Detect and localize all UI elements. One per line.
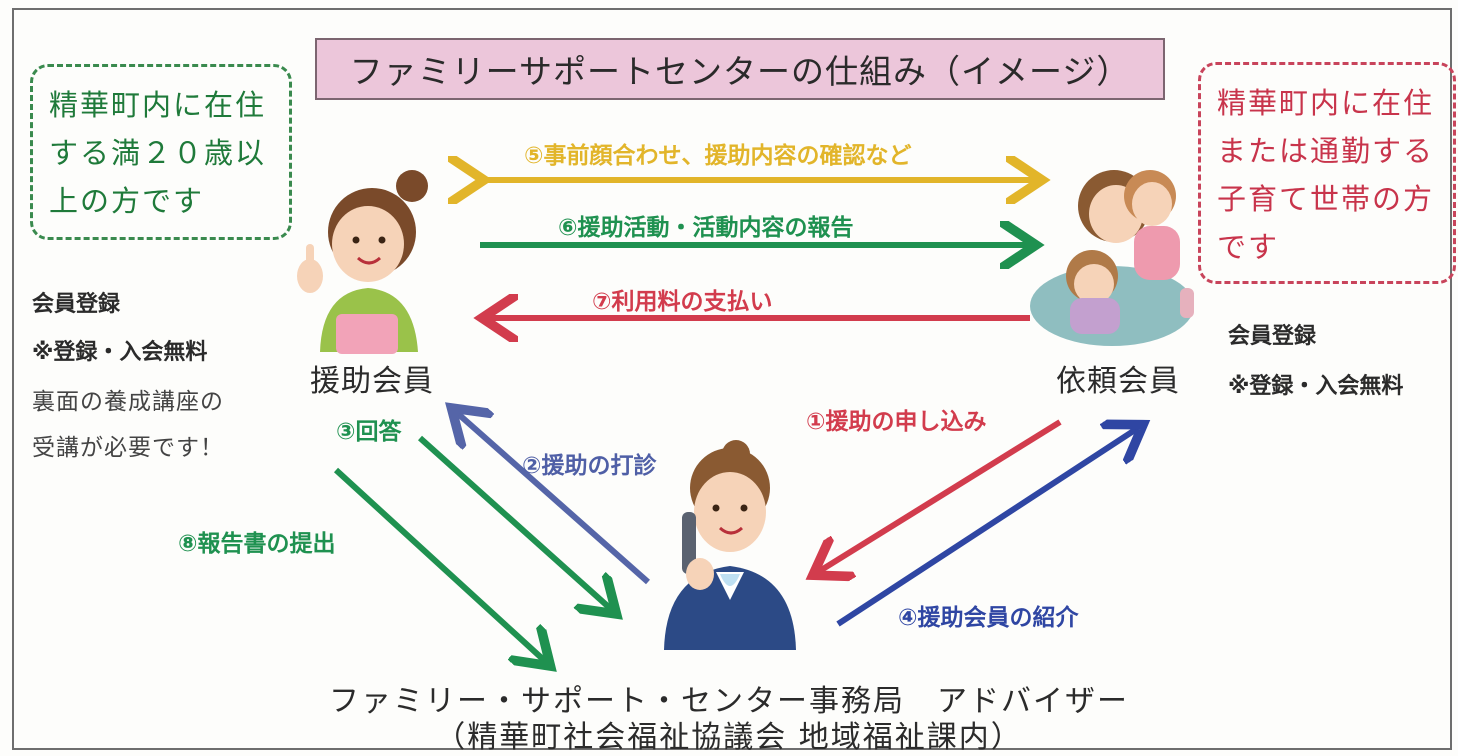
helper-role-label: 援助会員 [310, 364, 434, 399]
requester-eligibility-line: 子育て世帯の方 [1217, 182, 1435, 216]
woman-apron-pointing-icon [297, 170, 428, 354]
mother-with-children-icon [1030, 170, 1194, 346]
advisor-on-phone-icon [664, 440, 796, 650]
requester-eligibility-line: または通勤する [1217, 134, 1435, 168]
helper-eligibility-line: する満２０歳以 [49, 136, 267, 170]
requester-register-note: 会員登録 [1228, 324, 1317, 349]
requester-eligibility-line: 精華町内に在住 [1217, 86, 1435, 120]
step6-label: ⑥援助活動・活動内容の報告 [558, 215, 854, 241]
step3-label: ③回答 [336, 419, 402, 445]
helper-eligibility-box: 精華町内に在住 する満２０歳以 上の方です [30, 64, 292, 240]
step4-label: ④援助会員の紹介 [898, 605, 1079, 631]
requester-eligibility-line: です [1217, 230, 1280, 264]
step5-label: ⑤事前顔合わせ、援助内容の確認など [524, 143, 912, 169]
step7-label: ⑦利用料の支払い [592, 289, 773, 315]
arrow-step8 [333, 467, 546, 662]
arrow-step3 [417, 435, 612, 610]
requester-eligibility-box: 精華町内に在住 または通勤する 子育て世帯の方 です [1198, 62, 1456, 284]
helper-register-note: 会員登録 [32, 292, 121, 317]
step8-label: ⑧報告書の提出 [178, 531, 336, 557]
arrow-step2 [456, 412, 650, 585]
arrow-step1 [818, 419, 1062, 572]
helper-free-note: ※登録・入会無料 [32, 340, 208, 365]
diagram-frame [12, 8, 1452, 750]
office-name: ファミリー・サポート・センター事務局 アドバイザー [329, 684, 1129, 719]
helper-course-note: 裏面の養成講座の [32, 389, 224, 415]
helper-eligibility-line: 上の方です [49, 184, 205, 218]
requester-free-note: ※登録・入会無料 [1228, 374, 1404, 399]
arrow-step4 [836, 428, 1138, 627]
helper-eligibility-line: 精華町内に在住 [49, 88, 267, 122]
step2-label: ②援助の打診 [522, 453, 657, 479]
helper-course-note: 受講が必要です！ [32, 435, 224, 461]
page-title: ファミリーサポートセンターの仕組み（イメージ） [315, 38, 1165, 100]
office-subtitle: （精華町社会福祉協議会 地域福祉課内） [435, 720, 1023, 755]
requester-role-label: 依頼会員 [1056, 364, 1180, 399]
step1-label: ①援助の申し込み [806, 409, 987, 435]
